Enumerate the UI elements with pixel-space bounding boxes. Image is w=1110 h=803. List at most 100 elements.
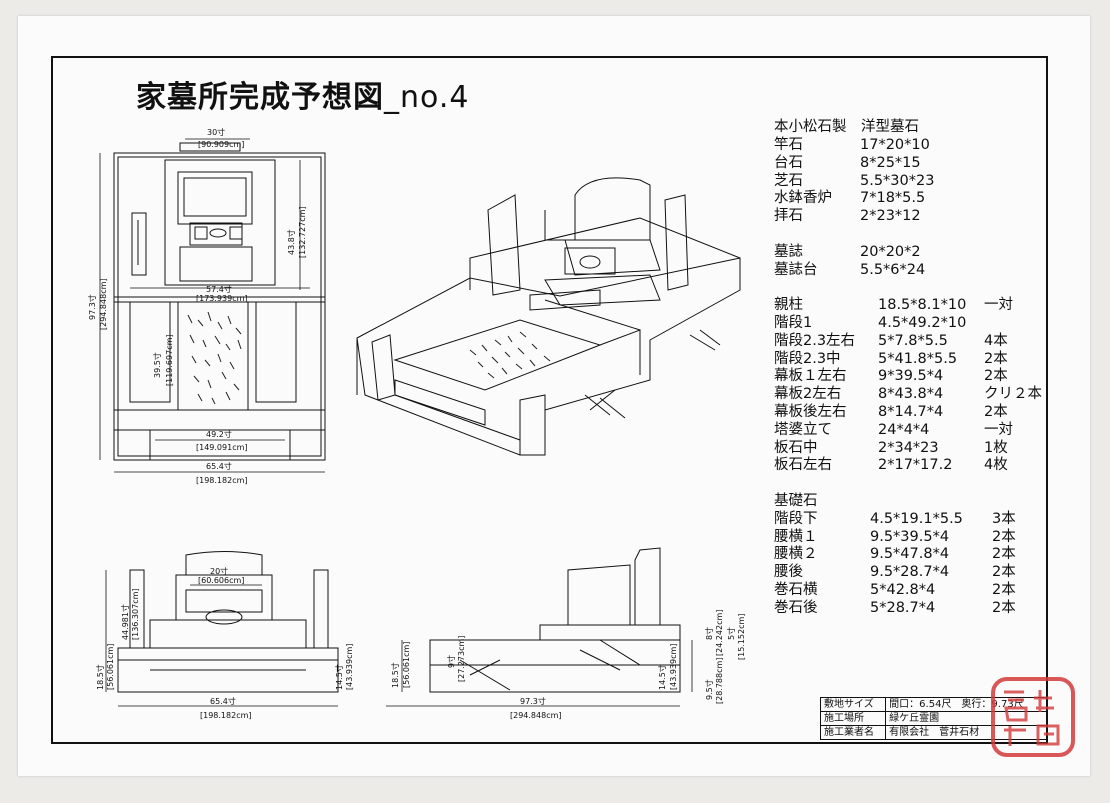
- plan-texture: [187, 311, 242, 405]
- svg-text:[198.182cm]: [198.182cm]: [200, 711, 252, 720]
- svg-text:[43.939cm]: [43.939cm]: [669, 644, 678, 690]
- svg-text:[43.939cm]: [43.939cm]: [345, 644, 354, 690]
- svg-text:[90.909cm]: [90.909cm]: [198, 140, 244, 149]
- svg-text:[60.606cm]: [60.606cm]: [198, 576, 244, 585]
- svg-text:65.4寸: 65.4寸: [206, 461, 232, 471]
- spec-part-size: 2*17*17.2: [878, 457, 953, 474]
- spec-part-qty: 一対: [984, 421, 1013, 438]
- side-dim-labels: 97.3寸 [294.848cm] 18.5寸 [56.061cm] 9寸 [2…: [390, 610, 746, 720]
- title-number: _no.4: [384, 80, 470, 115]
- spec-part-size: 2*34*23: [878, 439, 939, 456]
- spec-part-name: 板石左右: [774, 457, 832, 474]
- svg-text:[294.848cm]: [294.848cm]: [99, 278, 108, 330]
- spec-part-qty: 2本: [992, 582, 1016, 598]
- iso-texture: [469, 331, 551, 379]
- spec-part-size: 20*20*2: [860, 243, 921, 260]
- spec-part-size: 5*7.8*5.5: [878, 332, 948, 349]
- title-text: 家墓所完成予想図: [136, 80, 384, 115]
- spec-part-name: 塔婆立て: [774, 421, 832, 438]
- spec-part-size: 5*42.8*4: [870, 582, 936, 598]
- side-dimensions: [386, 640, 693, 707]
- plan-dimensions: [99, 138, 325, 473]
- spec-part-name: 階段2.3中: [774, 350, 841, 367]
- spec-part-size: 5*28.7*4: [870, 599, 936, 616]
- spec-part-size: 8*14.7*4: [878, 404, 944, 420]
- spec-part-qty: 2本: [992, 564, 1016, 581]
- spec-part-name: 階段2.3左右: [774, 332, 856, 349]
- svg-text:14.5寸: 14.5寸: [657, 664, 667, 690]
- svg-text:[173.939cm]: [173.939cm]: [196, 294, 248, 303]
- spec-part-qty: 2本: [984, 404, 1008, 420]
- svg-text:65.4寸: 65.4寸: [210, 696, 236, 706]
- spec-part-size: 4.5*49.2*10: [878, 315, 967, 331]
- svg-text:39.5寸: 39.5寸: [152, 352, 162, 378]
- svg-text:97.3寸: 97.3寸: [87, 294, 97, 320]
- spec-part-name: 墓誌: [774, 243, 803, 260]
- svg-text:[56.061cm]: [56.061cm]: [106, 644, 115, 690]
- side-elevation: [429, 547, 681, 693]
- svg-text:9寸: 9寸: [446, 655, 456, 668]
- svg-text:[27.273cm]: [27.273cm]: [457, 636, 466, 682]
- svg-text:49.2寸: 49.2寸: [206, 429, 232, 439]
- spec-part-size: 17*20*10: [860, 137, 930, 153]
- svg-text:[136.307cm]: [136.307cm]: [131, 588, 140, 640]
- spec-part-size: 2*23*12: [860, 208, 921, 225]
- spec-part-name: 親柱: [774, 297, 803, 314]
- spec-part-qty: 2本: [984, 350, 1008, 367]
- svg-text:57.4寸: 57.4寸: [206, 284, 232, 294]
- spec-part-name: 台石: [774, 154, 803, 171]
- spec-part-size: 9*39.5*4: [878, 368, 944, 385]
- spec-part-size: 24*4*4: [878, 421, 930, 438]
- svg-text:[119.697cm]: [119.697cm]: [165, 334, 174, 386]
- front-dimensions: [105, 570, 338, 707]
- spec-part-qty: 一対: [984, 297, 1013, 314]
- svg-text:8寸: 8寸: [704, 627, 714, 640]
- spec-part-name: 階段下: [774, 510, 818, 527]
- spec-part-name: 芝石: [774, 172, 803, 189]
- svg-text:9.5寸: 9.5寸: [704, 679, 714, 700]
- spec-part-qty: 2本: [992, 546, 1016, 563]
- svg-text:[294.848cm]: [294.848cm]: [510, 711, 562, 720]
- plan-dim-labels: 30寸 [90.909cm] 57.4寸 [173.939cm] 49.2寸 […: [87, 127, 307, 485]
- front-elevation: [117, 551, 339, 693]
- spec-part-size: 9.5*47.8*4: [870, 546, 950, 563]
- spec-part-qty: 4本: [984, 332, 1008, 349]
- plan-view: [113, 142, 326, 461]
- spec-part-qty: 2本: [984, 368, 1008, 385]
- spec-part-name: 幕板１左右: [774, 368, 847, 385]
- spec-part-name: 墓誌台: [774, 261, 818, 278]
- svg-text:18.5寸: 18.5寸: [95, 664, 105, 690]
- svg-text:14.5寸: 14.5寸: [334, 664, 344, 690]
- spec-part-qty: 4枚: [984, 457, 1008, 474]
- spec-part-size: 9.5*28.7*4: [870, 564, 950, 581]
- spec-part-name: 竿石: [774, 137, 803, 153]
- spec-part-qty: 2本: [992, 599, 1016, 616]
- spec-part-size: 18.5*8.1*10: [878, 297, 967, 314]
- spec-part-name: 板石中: [774, 439, 818, 456]
- spec-part-qty: 3本: [992, 510, 1016, 527]
- svg-text:97.3寸: 97.3寸: [520, 696, 546, 706]
- svg-text:[56.061cm]: [56.061cm]: [402, 642, 411, 688]
- drawing-frame: [51, 56, 1048, 744]
- spec-part-size: 7*18*5.5: [860, 190, 926, 207]
- svg-text:18.5寸: 18.5寸: [390, 662, 400, 688]
- spec-part-qty: クリ２本: [984, 386, 1042, 403]
- company-seal: [991, 677, 1075, 757]
- spec-part-qty: 1枚: [984, 439, 1008, 456]
- spec-part-size: 5.5*30*23: [860, 172, 935, 189]
- svg-text:44.981寸: 44.981寸: [120, 604, 130, 640]
- isometric-view: [356, 177, 741, 456]
- svg-text:[149.091cm]: [149.091cm]: [196, 443, 248, 452]
- svg-text:[28.788cm]: [28.788cm]: [715, 658, 724, 704]
- spec-part-size: 8*43.8*4: [878, 386, 944, 403]
- spec-part-size: 5.5*6*24: [860, 261, 926, 278]
- spec-part-name: 巻石横: [774, 582, 818, 598]
- spec-part-size: 8*25*15: [860, 154, 921, 171]
- spec-part-name: 幕板後左右: [774, 404, 847, 420]
- spec-part-size: 4.5*19.1*5.5: [870, 510, 963, 527]
- spec-part-name: 階段1: [774, 315, 813, 331]
- svg-text:5寸: 5寸: [726, 627, 736, 640]
- page-title: 家墓所完成予想図_no.4: [136, 72, 469, 116]
- svg-text:[132.727cm]: [132.727cm]: [298, 206, 307, 258]
- svg-text:[24.242cm]: [24.242cm]: [715, 610, 724, 656]
